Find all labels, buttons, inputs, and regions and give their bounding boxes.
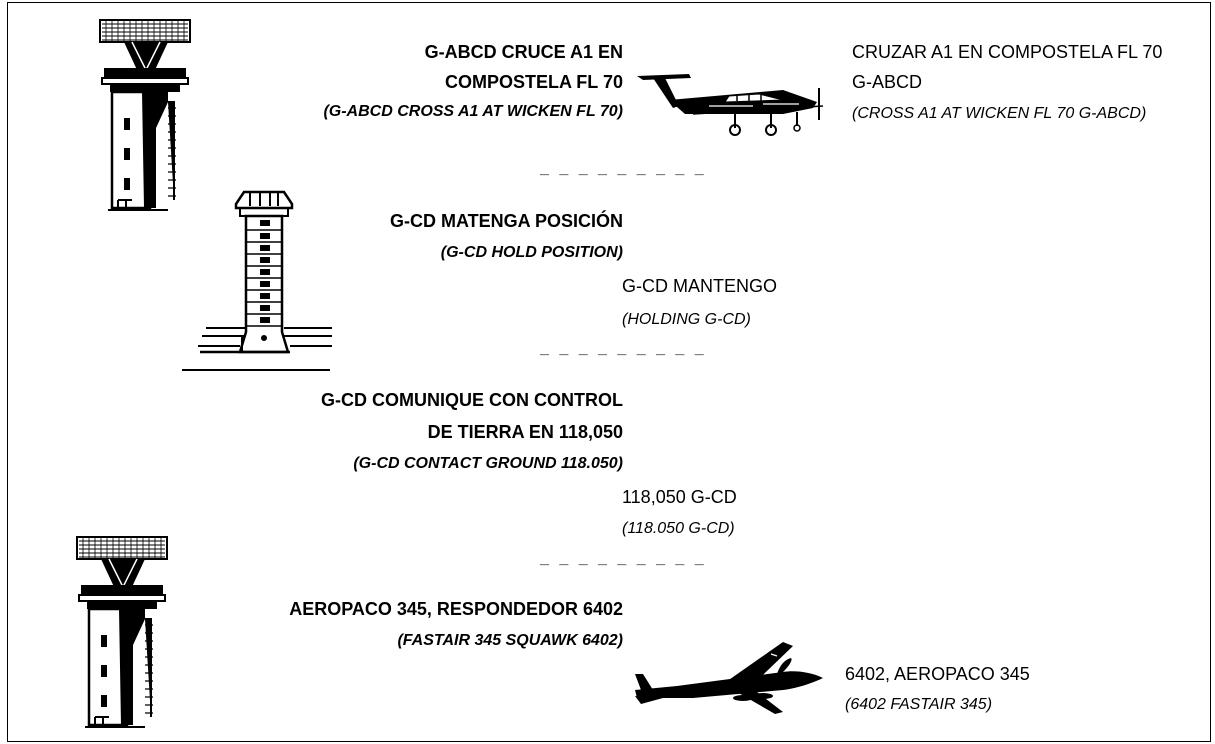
- pilot-readback-en: (118.050 G-CD): [622, 520, 735, 537]
- page-frame: [7, 2, 1211, 742]
- separator: _ _ _ _ _ _ _ _ _: [540, 550, 707, 567]
- pilot-readback-en: (HOLDING G-CD): [622, 311, 751, 328]
- separator: _ _ _ _ _ _ _ _ _: [540, 340, 707, 357]
- atc-message-en: (FASTAIR 345 SQUAWK 6402): [397, 632, 623, 649]
- atc-message-es-line2: COMPOSTELA FL 70: [444, 72, 623, 92]
- atc-message-es: AEROPACO 345, RESPONDEDOR 6402: [289, 599, 623, 619]
- radar-tower-bottom-icon: [76, 536, 168, 728]
- pilot-readback-en: (6402 FASTAIR 345): [845, 696, 993, 713]
- pilot-readback-es-line2: G-ABCD: [852, 72, 923, 92]
- pilot-readback-es: G-CD MANTENGO: [622, 276, 777, 296]
- atc-message-es: G-CD MATENGA POSICIÓN: [390, 211, 623, 231]
- pilot-readback-es: 6402, AEROPACO 345: [845, 664, 1030, 684]
- atc-message-en: (G-ABCD CROSS A1 AT WICKEN FL 70): [323, 103, 623, 120]
- atc-message-es-line1: G-ABCD CRUCE A1 EN: [424, 42, 623, 62]
- atc-message-es-line2: DE TIERRA EN 118,050: [427, 422, 623, 442]
- separator: _ _ _ _ _ _ _ _ _: [540, 160, 707, 177]
- atc-message-es-line1: G-CD COMUNIQUE CON CONTROL: [321, 390, 623, 410]
- pilot-readback-es: 118,050 G-CD: [622, 487, 737, 507]
- atc-message-en: (G-CD HOLD POSITION): [440, 244, 623, 261]
- light-aircraft-icon: [637, 74, 824, 136]
- atc-message-en: (G-CD CONTACT GROUND 118.050): [353, 455, 623, 472]
- radar-tower-icon: [99, 19, 191, 211]
- pilot-readback-en: (CROSS A1 AT WICKEN FL 70 G-ABCD): [852, 105, 1147, 122]
- pilot-readback-es-line1: CRUZAR A1 EN COMPOSTELA FL 70: [852, 42, 1163, 62]
- control-tower-icon: [182, 190, 332, 371]
- jet-airliner-icon: [635, 642, 823, 714]
